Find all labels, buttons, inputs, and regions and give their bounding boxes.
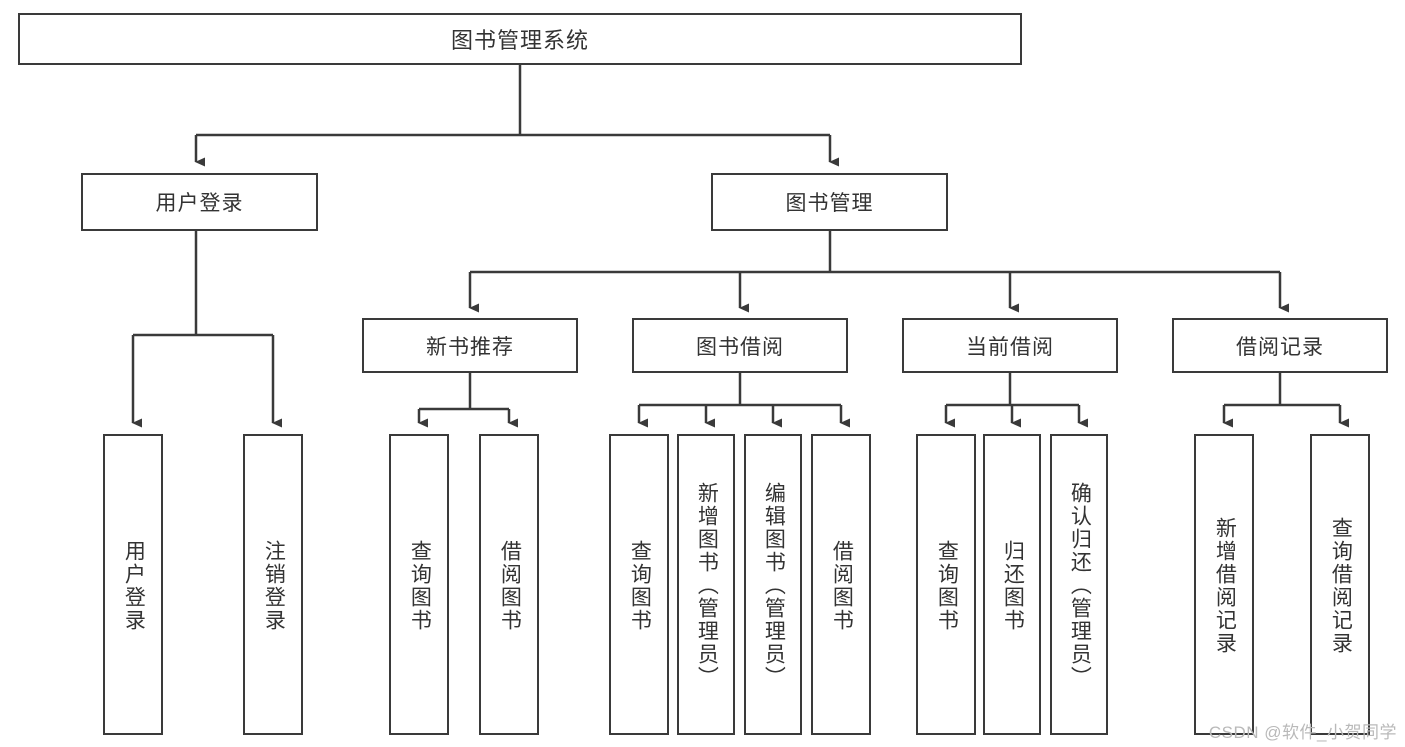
watermark: CSDN @软件_小贺同学: [1208, 723, 1397, 742]
node-label: 当前借阅: [966, 335, 1054, 359]
leaf-confirm-return-admin[interactable]: 确认归还（管理员）: [1050, 434, 1108, 735]
leaf-return-book[interactable]: 归还图书: [983, 434, 1041, 735]
node-label: 借阅记录: [1236, 335, 1324, 359]
node-label: 归还图书: [1001, 539, 1025, 632]
node-label: 借阅图书: [498, 539, 522, 632]
node-root-book-management-system[interactable]: 图书管理系统: [18, 13, 1022, 65]
leaf-add-book-admin[interactable]: 新增图书（管理员）: [677, 434, 735, 735]
node-label: 查询图书: [628, 539, 652, 632]
node-label: 新书推荐: [426, 335, 514, 359]
node-label: 查询图书: [408, 539, 432, 632]
node-label: 借阅图书: [830, 539, 854, 632]
node-label: 注销登录: [262, 539, 286, 632]
node-label: 用户登录: [155, 192, 244, 215]
node-label: 新增图书（管理员）: [695, 482, 719, 689]
node-book-management[interactable]: 图书管理: [711, 173, 948, 231]
leaf-edit-book-admin[interactable]: 编辑图书（管理员）: [744, 434, 802, 735]
leaf-query-book-current[interactable]: 查询图书: [916, 434, 976, 735]
node-label: 用户登录: [122, 539, 146, 632]
node-user-login[interactable]: 用户登录: [81, 173, 318, 231]
node-label: 编辑图书（管理员）: [762, 482, 786, 689]
node-label: 图书管理: [785, 192, 874, 215]
node-label: 确认归还（管理员）: [1068, 482, 1092, 689]
leaf-user-login[interactable]: 用户登录: [103, 434, 163, 735]
node-new-book-recommend[interactable]: 新书推荐: [362, 318, 578, 373]
node-label: 查询图书: [935, 539, 959, 632]
leaf-query-borrow-record[interactable]: 查询借阅记录: [1310, 434, 1370, 735]
node-borrow-record[interactable]: 借阅记录: [1172, 318, 1388, 373]
leaf-query-book-new[interactable]: 查询图书: [389, 434, 449, 735]
leaf-logout[interactable]: 注销登录: [243, 434, 303, 735]
leaf-add-borrow-record[interactable]: 新增借阅记录: [1194, 434, 1254, 735]
node-label: 新增借阅记录: [1213, 516, 1237, 655]
node-label: 图书借阅: [696, 335, 784, 359]
leaf-borrow-book[interactable]: 借阅图书: [811, 434, 871, 735]
leaf-query-book-borrow[interactable]: 查询图书: [609, 434, 669, 735]
leaf-borrow-book-new[interactable]: 借阅图书: [479, 434, 539, 735]
node-book-borrow[interactable]: 图书借阅: [632, 318, 848, 373]
node-label: 图书管理系统: [450, 28, 589, 53]
node-label: 查询借阅记录: [1329, 516, 1353, 655]
node-current-borrow[interactable]: 当前借阅: [902, 318, 1118, 373]
